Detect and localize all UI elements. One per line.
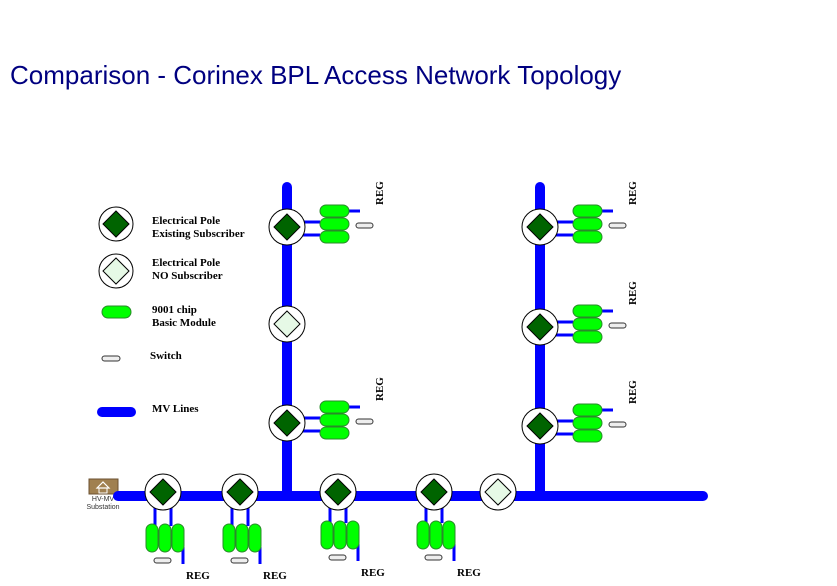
pole-existing-subscriber	[319, 473, 357, 511]
chip-module	[346, 520, 360, 550]
chip-module	[572, 403, 603, 417]
page-title: Comparison - Corinex BPL Access Network …	[10, 60, 622, 90]
chip-module	[416, 520, 430, 550]
reg-label: REG	[627, 281, 639, 305]
house-icon	[88, 478, 119, 495]
legend: Electrical Pole Existing Subscriber Elec…	[97, 206, 245, 417]
legend-chip-icon	[101, 305, 132, 319]
switch-icon	[608, 421, 627, 428]
pole-no-subscriber	[268, 305, 306, 343]
reg-label: REG	[186, 570, 210, 582]
switch-icon	[608, 222, 627, 229]
switch-icon	[424, 554, 443, 561]
chip-module	[319, 426, 350, 440]
chip-module	[319, 230, 350, 244]
chip-module	[171, 523, 185, 553]
pole-existing-subscriber	[415, 473, 453, 511]
chip-module	[442, 520, 456, 550]
legend-switch-label: Switch	[150, 350, 182, 362]
switch-icon	[355, 418, 374, 425]
diamond-icon	[273, 310, 301, 338]
chip-module	[158, 523, 172, 553]
diamond-icon	[273, 409, 301, 437]
chip-module	[572, 429, 603, 443]
legend-no-subscriber-label-2: NO Subscriber	[152, 270, 223, 282]
reg-label: REG	[361, 567, 385, 579]
legend-no-subscriber-pole-icon	[98, 253, 134, 289]
chip-module	[319, 400, 350, 414]
diamond-icon	[324, 478, 352, 506]
legend-mv-label: MV Lines	[152, 403, 199, 415]
chip-module	[235, 523, 249, 553]
diamond-icon	[149, 478, 177, 506]
pole-no-subscriber	[479, 473, 517, 511]
substation: HV-MV Substation	[86, 478, 120, 511]
pole-existing-subscriber	[268, 404, 306, 442]
chip-module	[572, 204, 603, 218]
chip-module	[572, 416, 603, 430]
legend-switch-icon	[101, 355, 121, 362]
chip-module	[572, 304, 603, 318]
switch-icon	[230, 557, 249, 564]
legend-chip-label-1: 9001 chip	[152, 304, 197, 316]
chip-module	[222, 523, 236, 553]
diamond-icon	[526, 213, 554, 241]
substation-label-2: Substation	[86, 504, 119, 511]
pole-existing-subscriber	[521, 407, 559, 445]
diamond-icon	[420, 478, 448, 506]
chip-module	[572, 230, 603, 244]
switch-icon	[153, 557, 172, 564]
chip-module	[429, 520, 443, 550]
chip-module	[319, 413, 350, 427]
chip-module	[333, 520, 347, 550]
chip-module	[320, 520, 334, 550]
switch-icon	[328, 554, 347, 561]
reg-label: REG	[263, 570, 287, 582]
legend-no-subscriber-label-1: Electrical Pole	[152, 257, 220, 269]
switch-icon	[355, 222, 374, 229]
chip-module	[572, 217, 603, 231]
chip-module	[248, 523, 262, 553]
reg-label: REG	[627, 380, 639, 404]
legend-chip-label-2: Basic Module	[152, 317, 216, 329]
diamond-icon	[226, 478, 254, 506]
reg-label: REG	[457, 567, 481, 579]
diamond-icon	[484, 478, 512, 506]
pole-existing-subscriber	[268, 208, 306, 246]
diamond-icon	[526, 313, 554, 341]
pole-existing-subscriber	[144, 473, 182, 511]
legend-existing-label-1: Electrical Pole	[152, 215, 220, 227]
chip-module	[319, 217, 350, 231]
chip-module	[145, 523, 159, 553]
switch-icon	[608, 322, 627, 329]
reg-label: REG	[374, 181, 386, 205]
diamond-icon	[273, 213, 301, 241]
chip-module	[572, 330, 603, 344]
reg-label: REG	[374, 377, 386, 401]
pole-existing-subscriber	[521, 308, 559, 346]
substation-label-1: HV-MV	[92, 496, 115, 503]
legend-mv-line-icon	[97, 407, 136, 417]
chip-module	[319, 204, 350, 218]
legend-existing-label-2: Existing Subscriber	[152, 228, 245, 240]
legend-existing-pole-icon	[98, 206, 134, 242]
reg-label: REG	[627, 181, 639, 205]
pole-existing-subscriber	[221, 473, 259, 511]
chip-module	[572, 317, 603, 331]
pole-existing-subscriber	[521, 208, 559, 246]
diamond-icon	[526, 412, 554, 440]
